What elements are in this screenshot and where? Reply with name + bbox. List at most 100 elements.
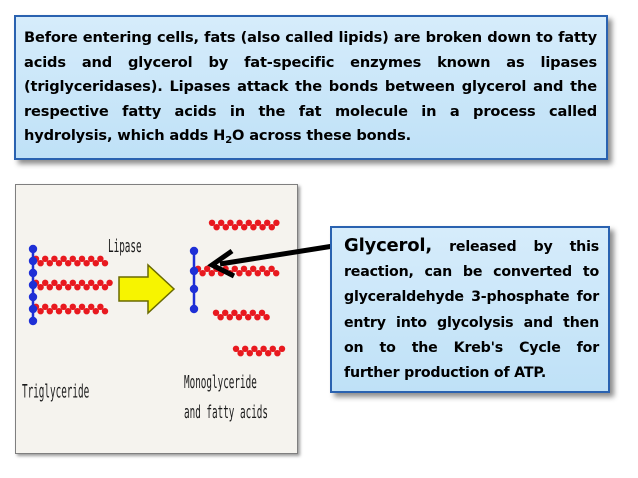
fatty-acid-atom <box>60 279 67 286</box>
callout-heading: Glycerol, <box>344 235 433 256</box>
fatty-acid-atom <box>42 279 49 286</box>
glycerol-atom <box>189 266 199 276</box>
fatty-acid-atom <box>236 219 243 226</box>
fatty-acid-atom <box>208 270 215 277</box>
fatty-acid-atom <box>264 219 271 226</box>
fatty-acid-atom <box>88 303 95 310</box>
fatty-acid-atom <box>250 224 257 231</box>
glycerol-callout: Glycerol, released by this reaction, can… <box>330 226 610 393</box>
glycerol-atom <box>28 280 38 290</box>
fatty-acid-atom <box>101 308 109 315</box>
monoglyceride-glycerol <box>189 246 199 314</box>
fatty-acid-atom <box>213 224 220 231</box>
intro-text-main: Before entering cells, fats (also called… <box>24 29 597 144</box>
fatty-acid-atom <box>101 260 109 267</box>
fatty-acid-atom <box>88 279 95 286</box>
fatty-acid-atom <box>263 270 271 277</box>
fatty-acid-atom <box>60 303 67 310</box>
fatty-acid-atom <box>273 219 280 226</box>
fatty-acid-atom <box>83 260 90 267</box>
fatty-acid-atom <box>263 314 270 321</box>
lipase-label: Lipase <box>108 235 142 257</box>
fatty-acid-atom <box>268 224 275 231</box>
fatty-acid-atom <box>246 350 253 357</box>
glycerol-atom <box>28 244 38 254</box>
fatty-acid-atom <box>250 265 257 272</box>
fatty-acid-atom <box>92 260 100 267</box>
glycerol-backbones <box>28 244 199 326</box>
glycerol-atom <box>189 284 199 294</box>
fatty-acid-atom <box>78 279 86 286</box>
hydrolysis-diagram <box>28 219 286 357</box>
fatty-acid-atom <box>88 255 95 262</box>
glycerol-atom <box>28 292 38 302</box>
fatty-acid-atom <box>97 303 104 310</box>
fatty-acid-atom <box>204 265 211 272</box>
fatty-acid-atom <box>97 279 104 286</box>
fatty-acid-atom <box>92 308 100 315</box>
fatty-acid-atom <box>237 350 244 357</box>
fatty-acid-atom <box>51 279 58 286</box>
fatty-acid-atom <box>222 309 229 316</box>
fatty-acid-atom <box>55 308 63 315</box>
callout-body: released by this reaction, can be conver… <box>344 239 599 382</box>
fatty-acids-label: and fatty acids <box>184 401 268 423</box>
pointer-arrow-shaft <box>219 241 347 267</box>
fatty-acid-atom <box>245 314 252 321</box>
free-fatty-acid-3 <box>232 345 286 357</box>
fatty-acid-atom <box>222 224 229 231</box>
fatty-acid-atom <box>65 284 72 291</box>
glycerol-atom <box>28 316 38 326</box>
fatty-acid-atom <box>83 284 90 291</box>
fatty-acid-atom <box>254 219 262 226</box>
fatty-acid-atom <box>259 224 266 231</box>
fatty-acid-atom <box>55 284 63 291</box>
fatty-acid-atom <box>251 345 258 352</box>
glycerol-atom <box>28 256 38 266</box>
fatty-acid-atom <box>65 308 72 315</box>
fatty-acid-atom <box>106 279 113 286</box>
fatty-acid-atom <box>232 345 240 352</box>
fatty-acid-atom <box>60 255 67 262</box>
fatty-acid-atom <box>265 350 272 357</box>
fatty-acid-atom <box>268 265 275 272</box>
fatty-acid-atom <box>69 279 76 286</box>
fatty-acid-atom <box>231 265 238 272</box>
fatty-acid-atom <box>42 255 49 262</box>
fatty-acid-atom <box>273 270 280 277</box>
fatty-acid-atom <box>69 255 76 262</box>
pointer-arrow-head <box>207 248 236 279</box>
yellow-reaction-arrow <box>118 263 176 315</box>
fatty-acid-atom <box>254 270 261 277</box>
fatty-acid-atom <box>218 219 225 226</box>
fatty-acid-atom <box>278 345 286 352</box>
fatty-acid-atom <box>240 309 247 316</box>
free-fatty-acid-2 <box>212 309 270 321</box>
fatty-acid-atom <box>46 308 53 315</box>
fatty-acid-atom <box>74 308 81 315</box>
fatty-acid-atom <box>226 314 233 321</box>
glycerol-atom <box>189 246 199 256</box>
fatty-acid-atom <box>259 265 266 272</box>
hydrolysis-figure: Lipase Triglyceride Monoglyceride and fa… <box>15 184 298 454</box>
fatty-acid-atom <box>240 265 248 272</box>
intro-text: Before entering cells, fats (also called… <box>24 26 597 149</box>
fatty-acid-atom <box>69 303 76 310</box>
fatty-acid-atom <box>260 345 267 352</box>
fatty-acid-atom <box>236 270 243 277</box>
fatty-acid-atom <box>258 309 266 316</box>
fatty-acid-atom <box>78 255 86 262</box>
free-fatty-acid-1 <box>208 219 280 231</box>
fatty-acid-atom <box>231 224 239 231</box>
fatty-acid-atom <box>235 314 243 321</box>
fatty-acid-atom <box>92 284 100 291</box>
water-subscript: 2 <box>225 135 233 146</box>
fatty-acid-atom <box>231 309 238 316</box>
fatty-acid-atom <box>245 270 252 277</box>
monoglyceride-label: Monoglyceride <box>184 371 257 393</box>
fatty-acid-atom <box>74 284 81 291</box>
glycerol-atom <box>189 304 199 314</box>
fatty-acid-atom <box>242 345 249 352</box>
fatty-acid-atom <box>249 309 256 316</box>
fatty-acid-atom <box>208 219 216 226</box>
